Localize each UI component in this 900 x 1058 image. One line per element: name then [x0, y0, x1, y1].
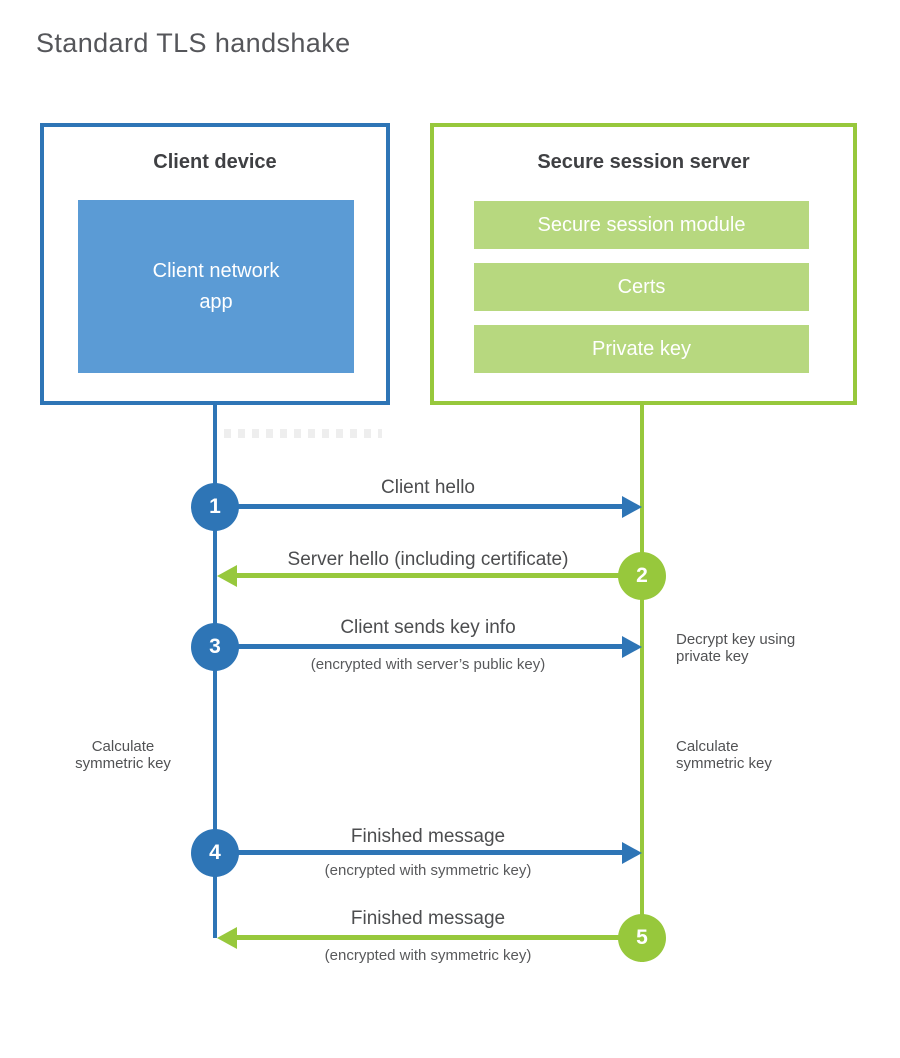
step-circle-1: 1 [191, 483, 239, 531]
client-network-app-block: Client network app [78, 200, 354, 373]
message-label-server-hello: Server hello (including certificate) [287, 549, 569, 570]
message-sublabel-key-info: (encrypted with server’s public key) [310, 656, 546, 673]
message-sublabel-finished-client: (encrypted with symmetric key) [324, 862, 532, 879]
client-box-title: Client device [153, 151, 277, 173]
arrowhead-left-icon [217, 927, 237, 949]
client-device-box: Client device Client network app [40, 123, 390, 405]
message-label-finished-client: Finished message [350, 826, 506, 847]
arrow-finished-server [237, 935, 620, 940]
arrowhead-left-icon [217, 565, 237, 587]
message-label-key-info: Client sends key info [340, 617, 516, 638]
arrow-client-hello [215, 504, 622, 509]
client-lifeline [213, 405, 217, 938]
server-box: Secure session server Secure session mod… [430, 123, 857, 405]
step-circle-3: 3 [191, 623, 239, 671]
message-sublabel-finished-server: (encrypted with symmetric key) [324, 947, 532, 964]
note-decrypt-key: Decrypt key using private key [676, 631, 796, 665]
message-label-client-hello: Client hello [381, 477, 475, 498]
arrow-key-info [215, 644, 622, 649]
arrowhead-right-icon [622, 496, 642, 518]
step-circle-5: 5 [618, 914, 666, 962]
server-modules-list: Secure session module Certs Private key [474, 201, 809, 387]
note-calculate-symmetric-key-client: Calculate symmetric key [75, 738, 171, 772]
step-circle-2: 2 [618, 552, 666, 600]
page-title: Standard TLS handshake [36, 28, 351, 58]
arrow-finished-client [215, 850, 622, 855]
arrowhead-right-icon [622, 636, 642, 658]
arrow-server-hello [237, 573, 620, 578]
faint-dashed-line [224, 429, 382, 438]
arrowhead-right-icon [622, 842, 642, 864]
server-module-certs: Certs [474, 263, 809, 311]
server-module-private-key: Private key [474, 325, 809, 373]
server-lifeline [640, 405, 644, 962]
step-circle-4: 4 [191, 829, 239, 877]
server-module-secure-session: Secure session module [474, 201, 809, 249]
message-label-finished-server: Finished message [350, 908, 506, 929]
note-calculate-symmetric-key-server: Calculate symmetric key [676, 738, 772, 772]
server-box-title: Secure session server [537, 151, 750, 173]
